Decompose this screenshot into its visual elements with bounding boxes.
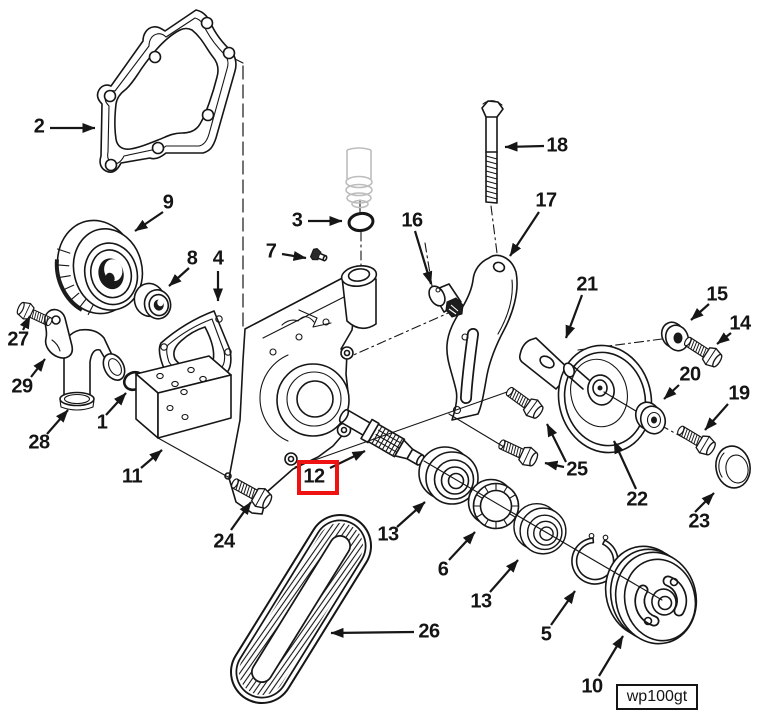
- gasket-part: [96, 9, 237, 173]
- callout-25[interactable]: 25: [566, 458, 588, 481]
- callout-17[interactable]: 17: [535, 189, 557, 212]
- callout-24[interactable]: 24: [213, 530, 235, 553]
- bolt-19: [673, 420, 719, 459]
- impeller-part: [54, 219, 144, 316]
- callout-2[interactable]: 2: [33, 115, 45, 138]
- alignment-line-a: [294, 391, 508, 468]
- callout-11[interactable]: 11: [121, 465, 143, 488]
- brace-bar: [518, 337, 573, 390]
- drive-pulley: [557, 344, 653, 454]
- callout-27[interactable]: 27: [7, 328, 29, 351]
- callout-21[interactable]: 21: [576, 273, 598, 296]
- spacer-part: [428, 283, 464, 318]
- bolt-25a: [501, 381, 547, 423]
- callout-13-rear[interactable]: 13: [470, 590, 492, 613]
- long-bolt: [481, 100, 504, 204]
- callout-13-front[interactable]: 13: [377, 523, 399, 546]
- callout-7[interactable]: 7: [265, 240, 277, 263]
- callout-1[interactable]: 1: [96, 411, 108, 434]
- drive-belt: [230, 514, 372, 704]
- callout-5[interactable]: 5: [540, 623, 552, 646]
- assembly-centerline: [423, 460, 663, 601]
- callout-16[interactable]: 16: [401, 209, 423, 232]
- flat-washer-20: [634, 401, 667, 435]
- callout-28[interactable]: 28: [28, 431, 50, 454]
- outlet-elbow: [59, 328, 126, 411]
- seal-part: [133, 282, 172, 320]
- callout-18[interactable]: 18: [546, 134, 568, 157]
- alignment-line-b: [448, 413, 505, 448]
- adjusting-bracket: [446, 254, 518, 421]
- cap-23: [715, 445, 751, 489]
- ghost-hose: [345, 147, 373, 209]
- callout-14[interactable]: 14: [729, 312, 751, 335]
- callout-3[interactable]: 3: [291, 209, 303, 232]
- callout-10[interactable]: 10: [581, 675, 603, 698]
- pump-shaft: [338, 408, 425, 466]
- selected-part-highlight: [297, 460, 339, 495]
- construction-lines: [230, 56, 685, 439]
- callout-15[interactable]: 15: [706, 283, 728, 306]
- water-pump-pulley: [604, 545, 698, 645]
- shaft-seal: [467, 478, 520, 530]
- callout-26[interactable]: 26: [418, 620, 440, 643]
- callout-20[interactable]: 20: [679, 363, 701, 386]
- callout-12[interactable]: 12: [303, 465, 325, 488]
- callout-6[interactable]: 6: [437, 558, 449, 581]
- callout-29[interactable]: 29: [11, 375, 33, 398]
- plug-bolt: [309, 248, 328, 262]
- callout-4[interactable]: 4: [212, 247, 224, 270]
- flat-washer-15: [660, 321, 690, 352]
- callout-8[interactable]: 8: [186, 247, 198, 270]
- mounting-block: [135, 355, 232, 439]
- drawing-code-box: wp100gt: [616, 684, 698, 710]
- o-ring-top: [347, 211, 375, 233]
- bolt-25b: [495, 434, 541, 470]
- leader-arrows: [19, 123, 732, 677]
- callout-9[interactable]: 9: [162, 191, 174, 214]
- callout-19[interactable]: 19: [728, 382, 750, 405]
- callout-22[interactable]: 22: [626, 488, 648, 511]
- callout-23[interactable]: 23: [688, 510, 710, 533]
